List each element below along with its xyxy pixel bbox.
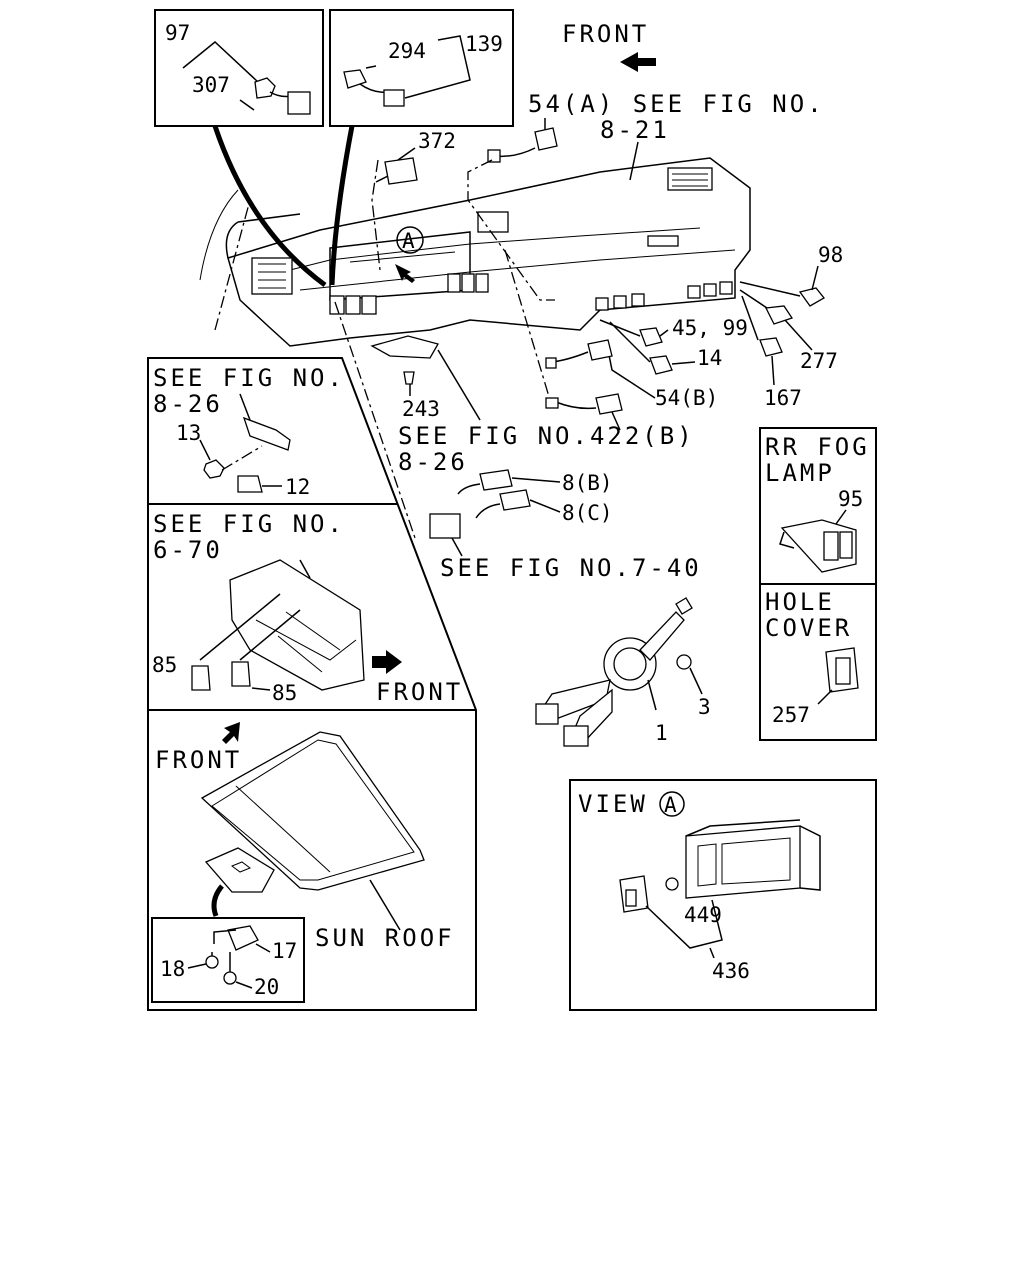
label-12: 12 — [285, 475, 310, 499]
front-arrow-icon — [620, 52, 656, 72]
see-fig-6-70-line2: 6-70 — [153, 536, 223, 564]
label-294: 294 — [388, 39, 426, 63]
instrument-panel — [199, 157, 751, 347]
label-45-99: 45, 99 — [672, 316, 748, 340]
see-fig-8-21-line1: 54(A) SEE FIG NO. — [528, 90, 825, 118]
label-257: 257 — [772, 703, 810, 727]
label-8c: 8(C) — [562, 501, 613, 525]
front-arrow-mid-icon — [372, 650, 402, 674]
label-139: 139 — [465, 32, 503, 56]
label-243: 243 — [402, 397, 440, 421]
inset-294-139: 294 139 — [329, 9, 514, 127]
rr-fog-line2: LAMP — [765, 459, 835, 487]
label-13: 13 — [176, 421, 201, 445]
label-1: 1 — [655, 721, 668, 745]
label-14: 14 — [697, 346, 722, 370]
front-label-mid: FRONT — [376, 678, 463, 706]
see-fig-422b: SEE FIG NO.422(B) — [398, 422, 695, 450]
see-fig-8-26-box-line2: 8-26 — [153, 390, 223, 418]
hole-cover-line1: HOLE — [765, 588, 835, 616]
inset-97-307: 97 307 — [154, 9, 324, 127]
label-54b: 54(B) — [655, 386, 718, 410]
sun-roof-label: SUN ROOF — [315, 924, 455, 952]
label-20: 20 — [254, 975, 279, 999]
front-label-sunroof: FRONT — [155, 746, 242, 774]
see-fig-8-26-box-line1: SEE FIG NO. — [153, 364, 345, 392]
label-277: 277 — [800, 349, 838, 373]
see-fig-8-26-mid: 8-26 — [398, 448, 468, 476]
circle-a-label: A — [402, 229, 415, 253]
front-arrow-sunroof-icon — [222, 722, 240, 744]
label-98: 98 — [818, 243, 843, 267]
see-fig-7-40: SEE FIG NO.7-40 — [440, 554, 702, 582]
label-85-right: 85 — [272, 681, 297, 705]
label-18: 18 — [160, 957, 185, 981]
label-85-left: 85 — [152, 653, 177, 677]
label-8b: 8(B) — [562, 471, 613, 495]
view-circle-a-label: A — [664, 793, 677, 817]
label-97: 97 — [165, 21, 190, 45]
label-307: 307 — [192, 73, 230, 97]
label-436: 436 — [712, 959, 750, 983]
see-fig-6-70-line1: SEE FIG NO. — [153, 510, 345, 538]
see-fig-8-21-line2: 8-21 — [600, 116, 670, 144]
hole-cover-line2: COVER — [765, 614, 852, 642]
view-a-label: VIEW — [578, 790, 648, 818]
label-95: 95 — [838, 487, 863, 511]
label-17: 17 — [272, 939, 297, 963]
label-167: 167 — [764, 386, 802, 410]
front-label-top: FRONT — [562, 20, 649, 48]
label-3: 3 — [698, 695, 711, 719]
combination-switch — [535, 597, 693, 747]
label-372: 372 — [418, 129, 456, 153]
rr-fog-line1: RR FOG — [765, 433, 870, 461]
